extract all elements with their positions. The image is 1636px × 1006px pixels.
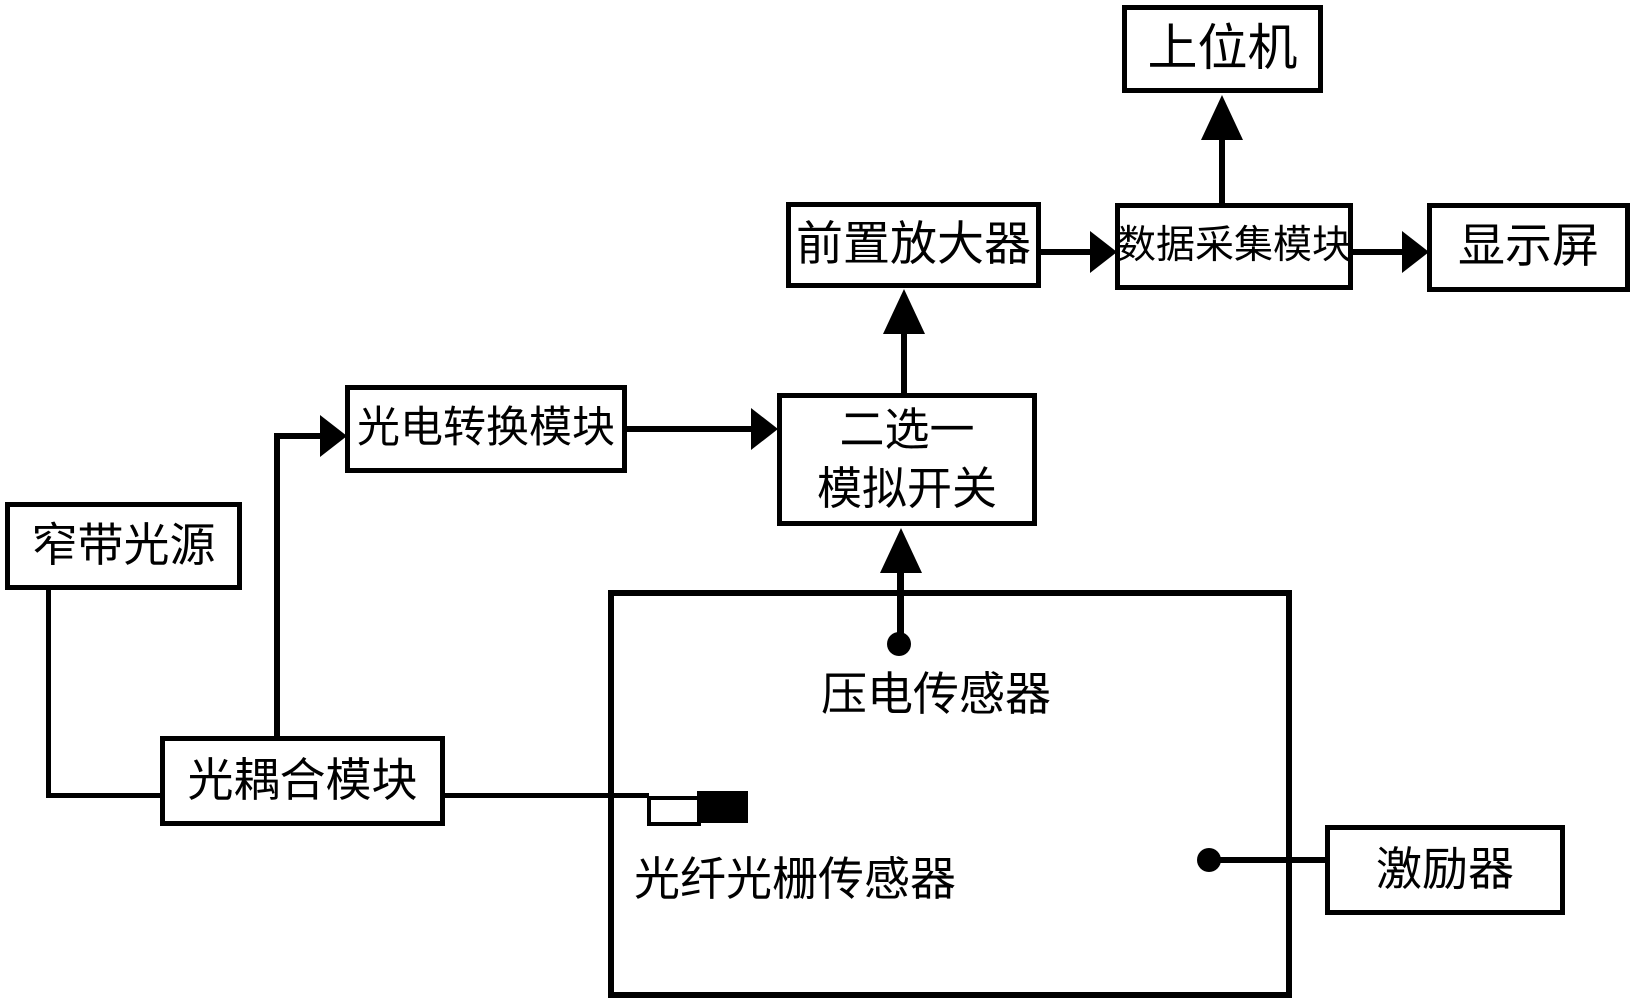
box-analog-switch: 二选一 模拟开关	[777, 393, 1037, 526]
box-data-acquisition-module: 数据采集模块	[1115, 203, 1353, 290]
box-photoelectric-conversion-module: 光电转换模块	[345, 385, 627, 473]
line-coupler-to-fbg-sensor	[443, 793, 649, 798]
fbg-sensor-grating-icon	[697, 791, 748, 823]
line-photoelectric-to-switch	[627, 426, 753, 432]
box-optical-coupling-module: 光耦合模块	[160, 736, 445, 826]
line-exciter-to-structure	[1209, 857, 1327, 863]
box-exciter-label: 激励器	[1376, 843, 1514, 895]
arrowhead-daq-to-host	[1201, 95, 1243, 140]
line-daq-to-host	[1219, 138, 1225, 206]
box-data-acquisition-module-label: 数据采集模块	[1117, 224, 1352, 268]
arrowhead-switch-to-preamp	[883, 289, 925, 334]
box-preamplifier-label: 前置放大器	[796, 218, 1031, 271]
box-display-screen-label: 显示屏	[1458, 221, 1599, 274]
arrowhead-photoelectric-to-switch	[751, 408, 778, 450]
box-host-computer: 上位机	[1122, 5, 1323, 93]
box-preamplifier: 前置放大器	[786, 202, 1041, 288]
box-analog-switch-label: 二选一 模拟开关	[817, 401, 997, 518]
line-coupler-riser	[274, 433, 280, 738]
line-source-to-coupler	[46, 793, 162, 798]
arrowhead-coupler-to-photoelectric	[320, 415, 347, 457]
fbg-sensor-symbol	[647, 796, 701, 826]
box-narrowband-light-source-label: 窄带光源	[31, 519, 216, 571]
box-narrowband-light-source: 窄带光源	[5, 502, 242, 590]
line-preamp-to-daq	[1041, 249, 1093, 255]
box-analog-switch-label-line2: 模拟开关	[816, 463, 997, 514]
line-source-down	[46, 588, 51, 797]
box-exciter: 激励器	[1325, 825, 1565, 915]
label-piezo-sensor: 压电传感器	[821, 669, 1051, 720]
box-photoelectric-conversion-module-label: 光电转换模块	[357, 405, 615, 453]
arrowhead-preamp-to-daq	[1090, 231, 1117, 273]
line-coupler-to-photoelectric	[274, 433, 324, 439]
box-analog-switch-label-line1: 二选一	[839, 405, 975, 455]
label-fbg-sensor: 光纤光栅传感器	[634, 854, 956, 905]
box-optical-coupling-module-label: 光耦合模块	[187, 754, 418, 806]
box-host-computer-label: 上位机	[1147, 20, 1298, 77]
line-daq-to-display	[1353, 249, 1405, 255]
arrowhead-daq-to-display	[1402, 231, 1429, 273]
line-piezo-to-switch	[897, 568, 904, 638]
arrowhead-piezo-to-switch	[880, 528, 922, 573]
line-switch-to-preamp	[901, 331, 907, 394]
box-display-screen: 显示屏	[1427, 203, 1630, 292]
